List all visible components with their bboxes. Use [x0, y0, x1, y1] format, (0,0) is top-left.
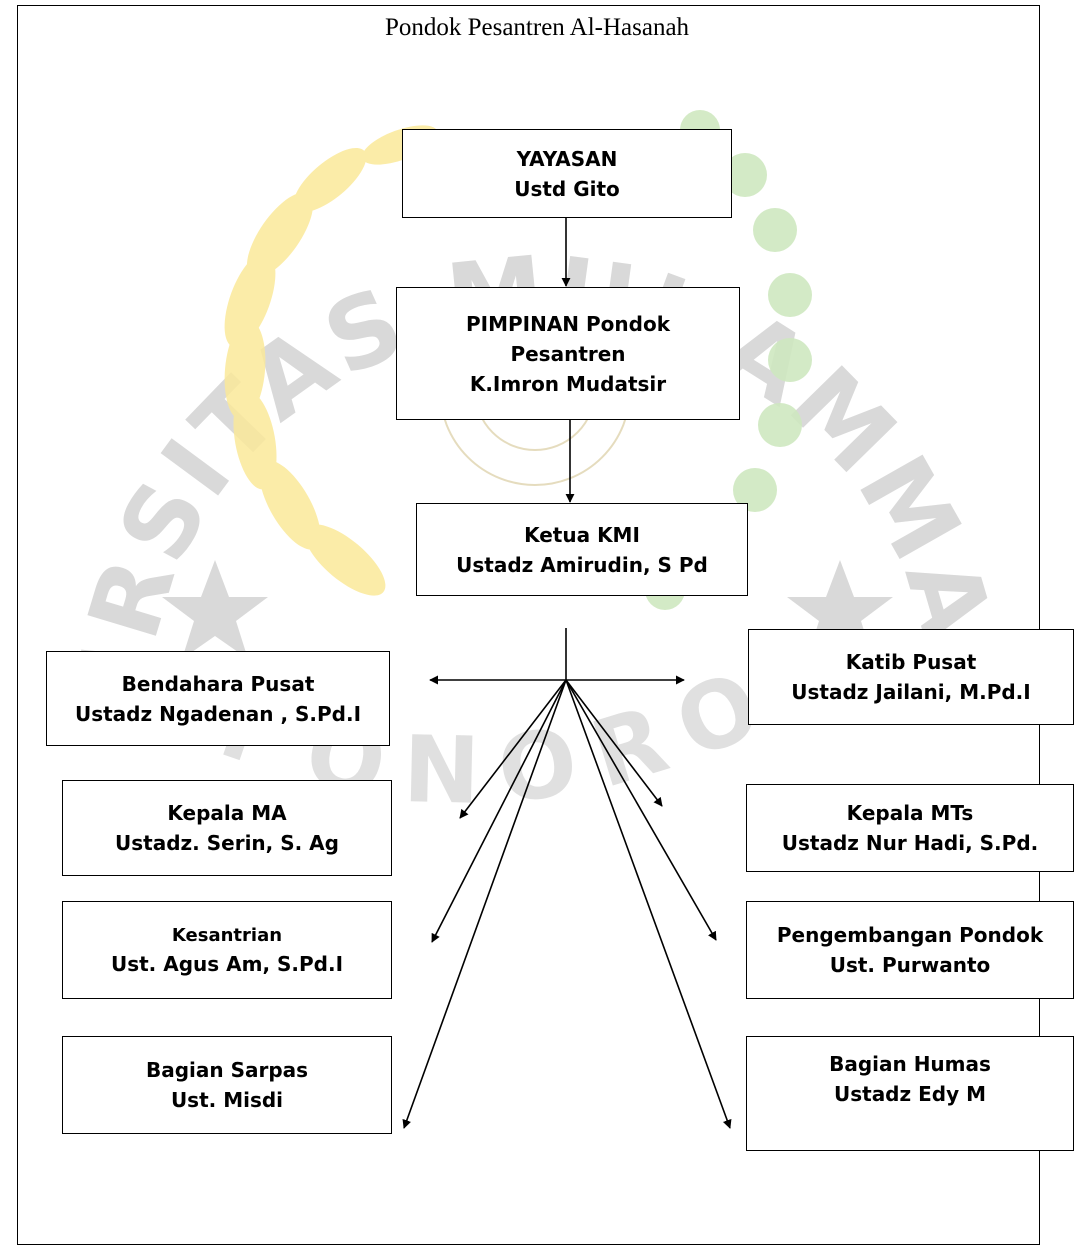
star-left-icon — [162, 560, 268, 659]
node-kesantrian-person: Ust. Agus Am, S.Pd.I — [110, 951, 344, 976]
node-yayasan: YAYASAN Ustd Gito — [402, 129, 732, 218]
arrow-to-pengembangan — [565, 679, 717, 941]
arrow-to-kesantrian — [431, 679, 567, 943]
node-sarpas: Bagian Sarpas Ust. Misdi — [62, 1036, 392, 1134]
node-pengembangan: Pengembangan Pondok Ust. Purwanto — [746, 901, 1074, 999]
node-ketua-kmi-title: Ketua KMI — [524, 522, 640, 547]
node-humas: Bagian Humas Ustadz Edy M — [746, 1036, 1074, 1151]
node-humas-person: Ustadz Edy M — [833, 1082, 986, 1106]
node-kepala-ma-person: Ustadz. Serin, S. Ag — [115, 831, 339, 855]
node-katib-title: Katib Pusat — [845, 650, 977, 674]
arrow-to-sarpas — [402, 679, 567, 1129]
node-pimpinan-person: K.Imron Mudatsir — [469, 371, 667, 396]
node-yayasan-person: Ustd Gito — [514, 176, 620, 201]
node-pimpinan-title: PIMPINAN Pondok — [465, 311, 670, 336]
node-bendahara-title: Bendahara Pusat — [121, 671, 315, 696]
node-kesantrian-title: Kesantrian — [171, 924, 283, 946]
node-bendahara: Bendahara Pusat Ustadz Ngadenan , S.Pd.I — [46, 651, 390, 746]
node-kepala-mts-title: Kepala MTs — [846, 801, 974, 825]
node-sarpas-title: Bagian Sarpas — [145, 1058, 309, 1082]
node-ketua-kmi: Ketua KMI Ustadz Amirudin, S Pd — [416, 503, 748, 596]
node-katib-person: Ustadz Jailani, M.Pd.I — [791, 680, 1031, 704]
node-sarpas-person: Ust. Misdi — [170, 1088, 284, 1112]
page-frame — [17, 5, 1040, 1245]
node-yayasan-title: YAYASAN — [516, 146, 618, 171]
node-kepala-ma: Kepala MA Ustadz. Serin, S. Ag — [62, 780, 392, 876]
node-kepala-mts-person: Ustadz Nur Hadi, S.Pd. — [781, 831, 1039, 855]
node-bendahara-person: Ustadz Ngadenan , S.Pd.I — [74, 701, 362, 726]
node-pengembangan-title: Pengembangan Pondok — [776, 923, 1044, 947]
node-pengembangan-person: Ust. Purwanto — [829, 953, 991, 977]
node-kepala-mts: Kepala MTs Ustadz Nur Hadi, S.Pd. — [746, 784, 1074, 872]
chart-title: Pondok Pesantren Al-Hasanah — [384, 14, 690, 41]
node-pimpinan: PIMPINAN Pondok Pesantren K.Imron Mudats… — [396, 287, 740, 420]
node-kesantrian: Kesantrian Ust. Agus Am, S.Pd.I — [62, 901, 392, 999]
arrow-to-kepala-mts — [565, 679, 663, 807]
wreath-left-icon — [224, 125, 438, 596]
node-kepala-ma-title: Kepala MA — [167, 801, 287, 825]
node-ketua-kmi-person: Ustadz Amirudin, S Pd — [456, 552, 708, 577]
node-pimpinan-subtitle: Pesantren — [510, 341, 626, 366]
arrow-to-humas — [565, 679, 732, 1129]
node-humas-title: Bagian Humas — [829, 1052, 991, 1076]
star-right-icon — [787, 560, 893, 659]
node-katib: Katib Pusat Ustadz Jailani, M.Pd.I — [748, 629, 1074, 725]
arrow-to-kepala-ma — [459, 679, 567, 819]
